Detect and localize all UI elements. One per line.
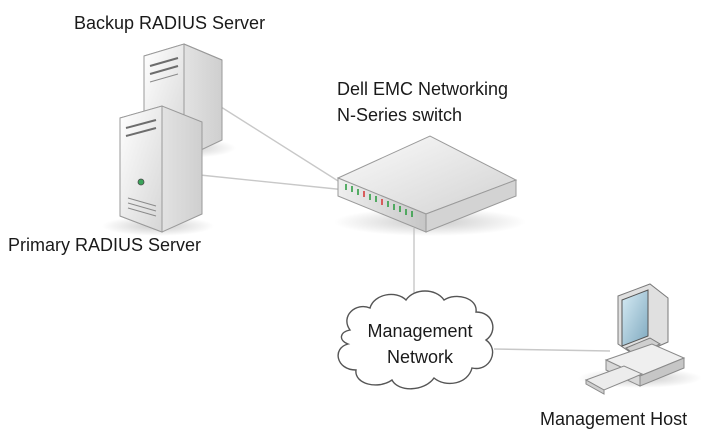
switch-label: Dell EMC Networking N-Series switch	[337, 76, 508, 128]
network-label-line1: Management	[367, 321, 473, 341]
switch-icon	[334, 135, 526, 236]
network-label: Management Network	[336, 318, 504, 370]
switch-port-leds	[345, 184, 413, 217]
link-network-to-host	[493, 348, 611, 352]
backup-server-label: Backup RADIUS Server	[74, 13, 266, 33]
management-host-icon	[578, 283, 702, 395]
switch-label-line2: N-Series switch	[337, 105, 463, 125]
network-label-line2: Network	[386, 347, 453, 367]
link-primary-to-switch	[199, 174, 347, 191]
switch-label-line1: Dell EMC Networking	[337, 79, 509, 99]
primary-server-icon	[102, 105, 214, 236]
link-backup-to-switch	[209, 99, 347, 187]
connection-links	[199, 99, 611, 352]
management-network-cloud-icon	[337, 290, 494, 390]
primary-server-label: Primary RADIUS Server	[8, 235, 202, 255]
host-label: Management Host	[540, 409, 688, 429]
